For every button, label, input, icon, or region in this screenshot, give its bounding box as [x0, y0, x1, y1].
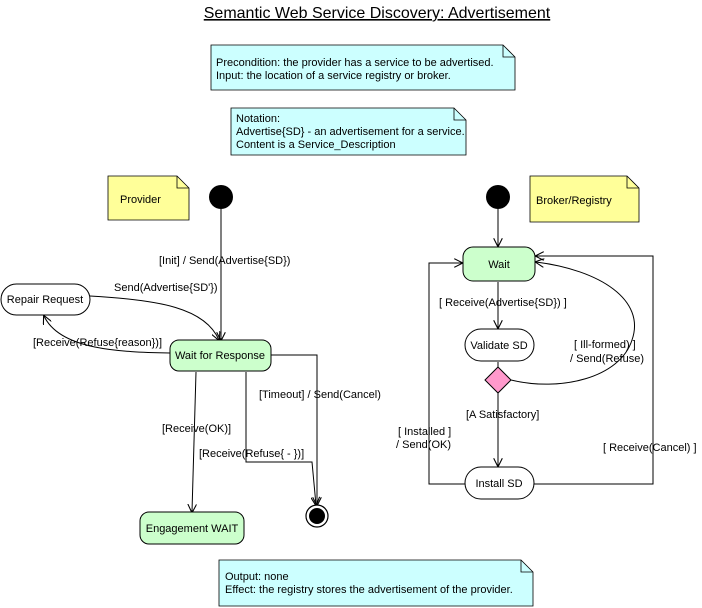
label-receive-refuse-empty: [Receive(Refuse{ - })] [199, 448, 304, 460]
output-line-1: Output: none [225, 571, 289, 583]
diagram-title: Semantic Web Service Discovery: Advertis… [204, 5, 551, 22]
label-send-advertise-prime: Send(Advertise{SD'}) [114, 282, 218, 294]
broker-label: Broker/Registry [536, 195, 612, 207]
label-installed-1: [ Installed ] [398, 426, 451, 438]
provider-initial-node [209, 185, 233, 209]
broker-note: Broker/Registry [529, 175, 640, 223]
label-a-satisfactory: [A Satisfactory] [466, 409, 539, 421]
state-repair-request-label: Repair Request [7, 294, 83, 306]
label-receive-cancel: [ Receive(Cancel) ] [603, 442, 697, 454]
state-engagement-wait: Engagement WAIT [139, 511, 245, 545]
edge-installed [428, 263, 466, 485]
state-install-sd-label: Install SD [475, 478, 522, 490]
edge-timeout [271, 354, 317, 505]
state-wait-for-response: Wait for Response [169, 339, 272, 372]
state-validate-sd: Validate SD [464, 328, 535, 362]
state-validate-sd-label: Validate SD [470, 340, 527, 352]
state-wait-label: Wait [488, 259, 510, 271]
precondition-line-2: Input: the location of a service registr… [216, 70, 451, 82]
state-repair-request: Repair Request [0, 283, 91, 316]
edge-receive-cancel [534, 256, 654, 485]
notation-note: Notation: Advertise{SD} - an advertiseme… [230, 107, 467, 156]
decision-node [484, 366, 512, 394]
provider-label: Provider [120, 194, 161, 206]
provider-note: Provider [107, 175, 190, 221]
edge-send-advertise-prime [89, 295, 219, 340]
label-receive-refuse-reason: [Receive(Refuse{reason})] [33, 337, 162, 349]
edge-receive-refuse-empty [245, 372, 316, 505]
edge-receive-refuse-reason [44, 316, 171, 354]
label-ill-formed-2: / Send(Refuse) [570, 353, 644, 365]
label-ill-formed-1: [ Ill-formed) ] [574, 339, 636, 351]
broker-initial-node [486, 185, 510, 209]
precondition-note: Precondition: the provider has a service… [210, 44, 516, 91]
label-timeout: [Timeout] / Send(Cancel) [259, 389, 381, 401]
state-engagement-wait-label: Engagement WAIT [146, 523, 239, 535]
output-line-2: Effect: the registry stores the advertis… [225, 584, 513, 596]
edge-ill-formed [510, 262, 635, 385]
state-wait-for-response-label: Wait for Response [175, 350, 265, 362]
label-receive-advertise: [ Receive(Advertise{SD}) ] [439, 297, 567, 309]
label-installed-2: / Send(OK) [396, 439, 451, 451]
edge-receive-ok [192, 371, 196, 512]
state-wait: Wait [462, 246, 536, 282]
state-install-sd: Install SD [464, 466, 535, 500]
notation-line-1: Notation: [236, 113, 280, 125]
precondition-line-1: Precondition: the provider has a service… [216, 57, 494, 69]
notation-line-3: Content is a Service_Description [236, 139, 396, 151]
notation-line-2: Advertise{SD} - an advertisement for a s… [236, 126, 465, 138]
output-note: Output: none Effect: the registry stores… [218, 559, 534, 607]
label-init: [Init] / Send(Advertise{SD}) [159, 255, 290, 267]
provider-final-node [305, 504, 329, 528]
label-receive-ok: [Receive(OK)] [162, 423, 231, 435]
